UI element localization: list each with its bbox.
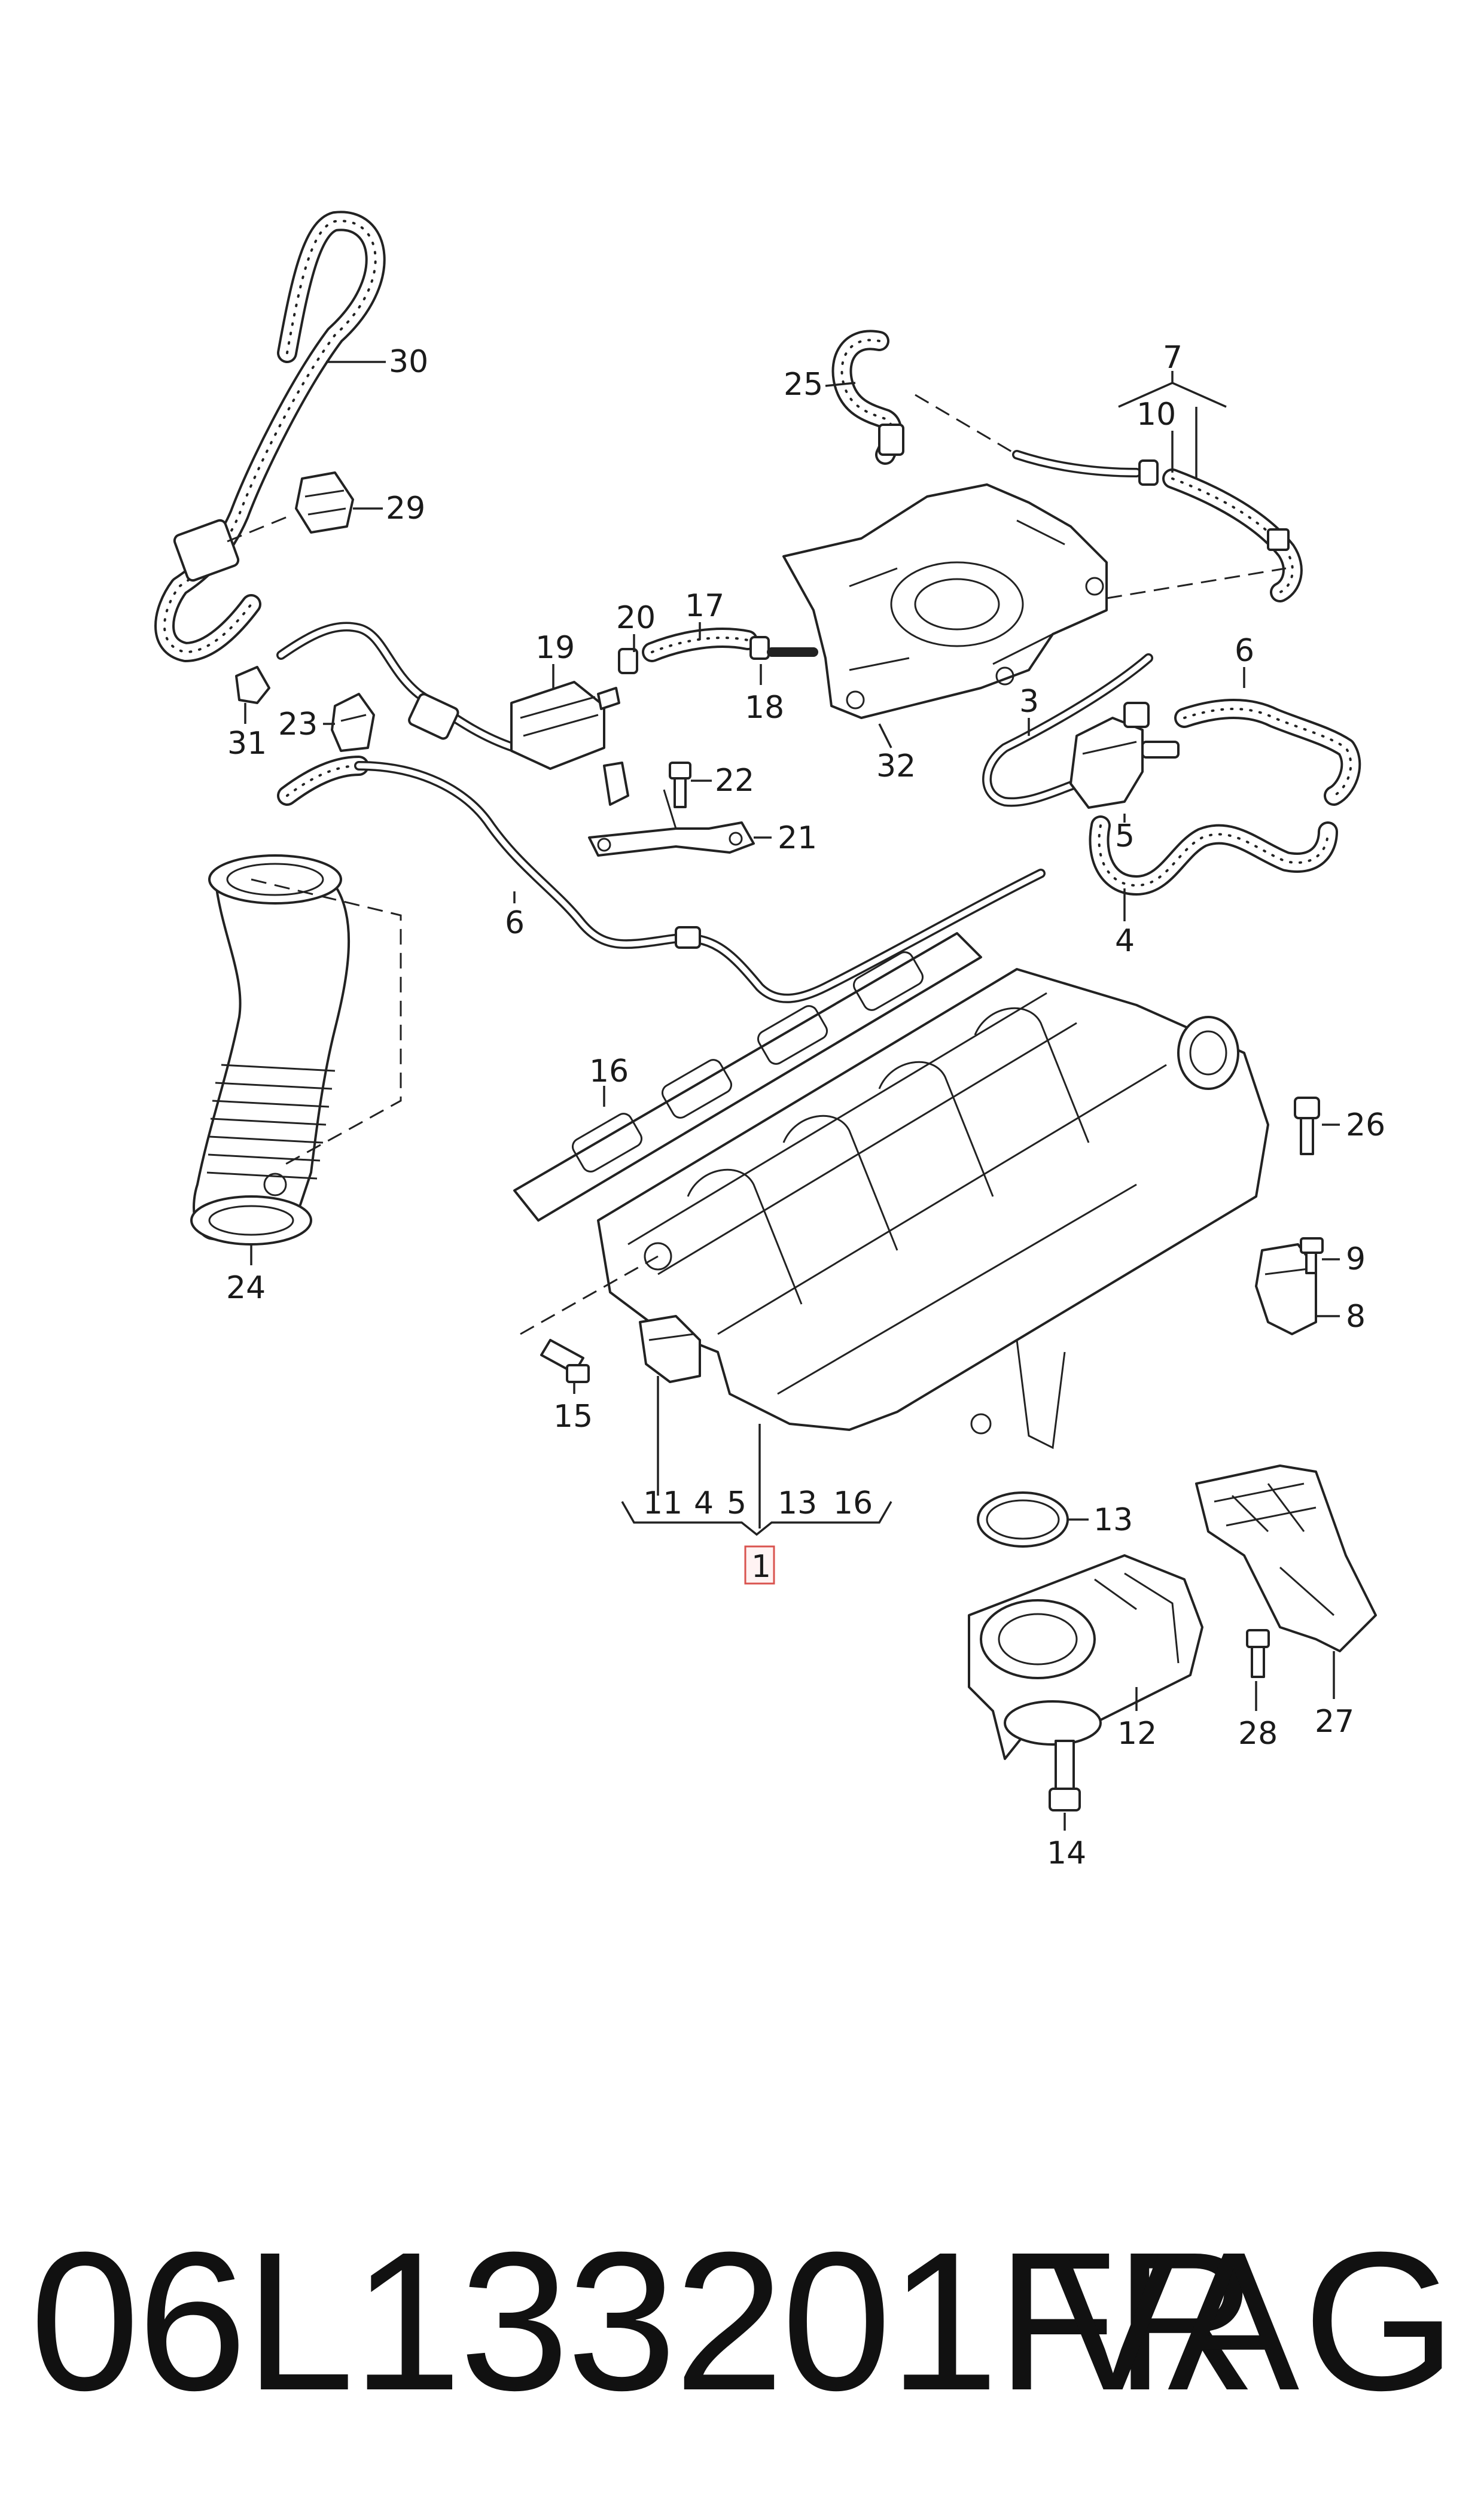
callout-6-lower: 6 xyxy=(505,905,525,941)
callout-4: 4 xyxy=(1115,923,1135,959)
bolt-9 xyxy=(1300,1237,1324,1274)
callout-27: 27 xyxy=(1315,1704,1354,1740)
callout-6-upper: 6 xyxy=(1235,633,1254,669)
callout-13: 13 xyxy=(1093,1502,1133,1538)
group-label-13: 13 xyxy=(778,1485,817,1521)
callout-20: 20 xyxy=(616,600,656,636)
bracket-21 xyxy=(588,789,755,857)
line-3 xyxy=(982,653,1153,807)
hose-4 xyxy=(1089,815,1338,896)
callout-8: 8 xyxy=(1346,1299,1366,1335)
valve-5 xyxy=(1069,702,1180,809)
callout-1-highlight: 1 xyxy=(744,1545,775,1585)
hose-30 xyxy=(154,211,386,662)
clip-23 xyxy=(331,693,375,752)
callout-9: 9 xyxy=(1346,1241,1366,1277)
callout-30: 30 xyxy=(389,344,428,380)
callout-18: 18 xyxy=(745,690,784,726)
group-label-16: 16 xyxy=(833,1485,873,1521)
bracket-27 xyxy=(1195,1464,1377,1652)
callout-25: 25 xyxy=(784,367,823,403)
leader-lines xyxy=(227,361,1340,1831)
hose-6-right xyxy=(1174,699,1361,806)
callout-3: 3 xyxy=(1019,684,1039,720)
callout-7: 7 xyxy=(1163,340,1183,376)
hose-7 xyxy=(1012,450,1303,602)
group-label-11: 11 xyxy=(643,1485,682,1521)
clip-31 xyxy=(235,666,270,704)
callout-17: 17 xyxy=(685,588,724,624)
throttle-body-12 xyxy=(968,1554,1203,1760)
callout-5: 5 xyxy=(1115,818,1135,854)
callout-19: 19 xyxy=(535,630,575,666)
group-label-5: 5 xyxy=(727,1485,746,1521)
air-duct-24 xyxy=(190,854,351,1246)
callout-32: 32 xyxy=(876,748,916,784)
line-6-left xyxy=(277,756,1046,1003)
gasket-16 xyxy=(513,932,982,1222)
group-callout-labels: 11 4 5 13 16 xyxy=(643,1485,873,1521)
part-number: 06L133201FR xyxy=(30,2211,1257,2431)
bolt-14 xyxy=(1049,1740,1081,1811)
callout-21: 21 xyxy=(778,820,817,856)
sensor-11 xyxy=(639,1315,701,1383)
callout-22: 22 xyxy=(715,763,754,799)
exploded-parts-diagram: 30 29 25 7 10 17 19 20 18 31 23 3 6 32 2… xyxy=(154,211,1385,1871)
callout-15: 15 xyxy=(553,1399,593,1435)
connector-29 xyxy=(295,471,354,534)
callout-26: 26 xyxy=(1346,1107,1385,1143)
group-label-4: 4 xyxy=(694,1485,714,1521)
callout-12: 12 xyxy=(1117,1716,1157,1752)
callout-28: 28 xyxy=(1238,1716,1278,1752)
callout-31: 31 xyxy=(227,726,267,762)
callout-1: 1 xyxy=(751,1549,771,1585)
bolt-26 xyxy=(1294,1097,1320,1155)
callout-10: 10 xyxy=(1136,397,1176,433)
valve-19 xyxy=(510,681,629,806)
bolt-22 xyxy=(669,762,691,808)
cover-32 xyxy=(782,483,1108,719)
callout-29: 29 xyxy=(386,491,425,526)
callout-24: 24 xyxy=(226,1270,266,1306)
hose-17 xyxy=(618,628,818,674)
callout-16: 16 xyxy=(589,1054,629,1089)
callout-14: 14 xyxy=(1047,1835,1086,1871)
vacuum-line-upper xyxy=(276,622,519,753)
bolt-15 xyxy=(540,1339,590,1383)
callout-23: 23 xyxy=(278,707,318,742)
o-ring-13 xyxy=(977,1491,1069,1548)
brand-name: VAG xyxy=(1047,2211,1460,2431)
hose-25 xyxy=(831,330,904,465)
bolt-28 xyxy=(1246,1629,1270,1678)
